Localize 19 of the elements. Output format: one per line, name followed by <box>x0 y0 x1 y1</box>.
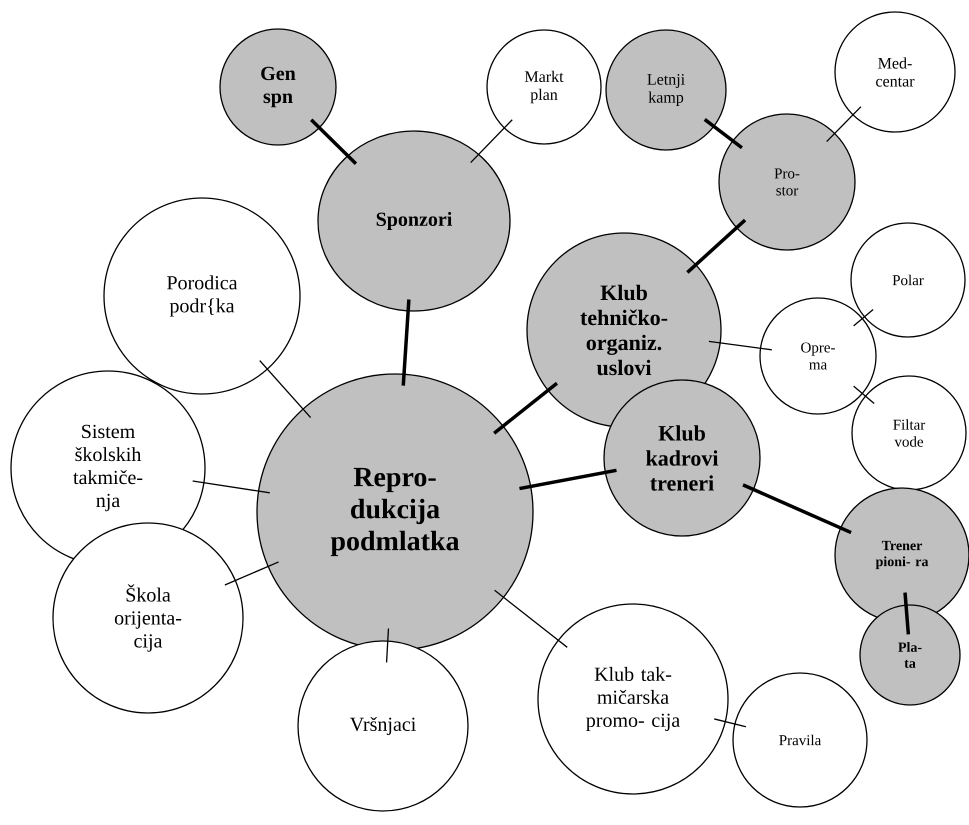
connector-line <box>708 340 772 350</box>
connector-line <box>493 382 558 435</box>
connector-line <box>494 590 568 648</box>
connector-line <box>224 561 279 586</box>
connector-line <box>192 480 270 494</box>
connector-line <box>742 483 852 534</box>
connector-line <box>826 106 862 142</box>
connector-line <box>704 118 743 150</box>
connector-line <box>259 360 312 418</box>
connector-line <box>310 118 358 165</box>
connector-line <box>402 299 411 386</box>
node-label: Pla- ta <box>898 642 922 668</box>
connector-line <box>903 592 910 635</box>
connector-line <box>519 468 617 490</box>
node-label: Vršnjaci <box>350 716 416 736</box>
connector-line <box>853 308 874 326</box>
connector-line <box>470 119 513 164</box>
connector-line <box>386 628 390 662</box>
connector-line <box>686 218 746 274</box>
